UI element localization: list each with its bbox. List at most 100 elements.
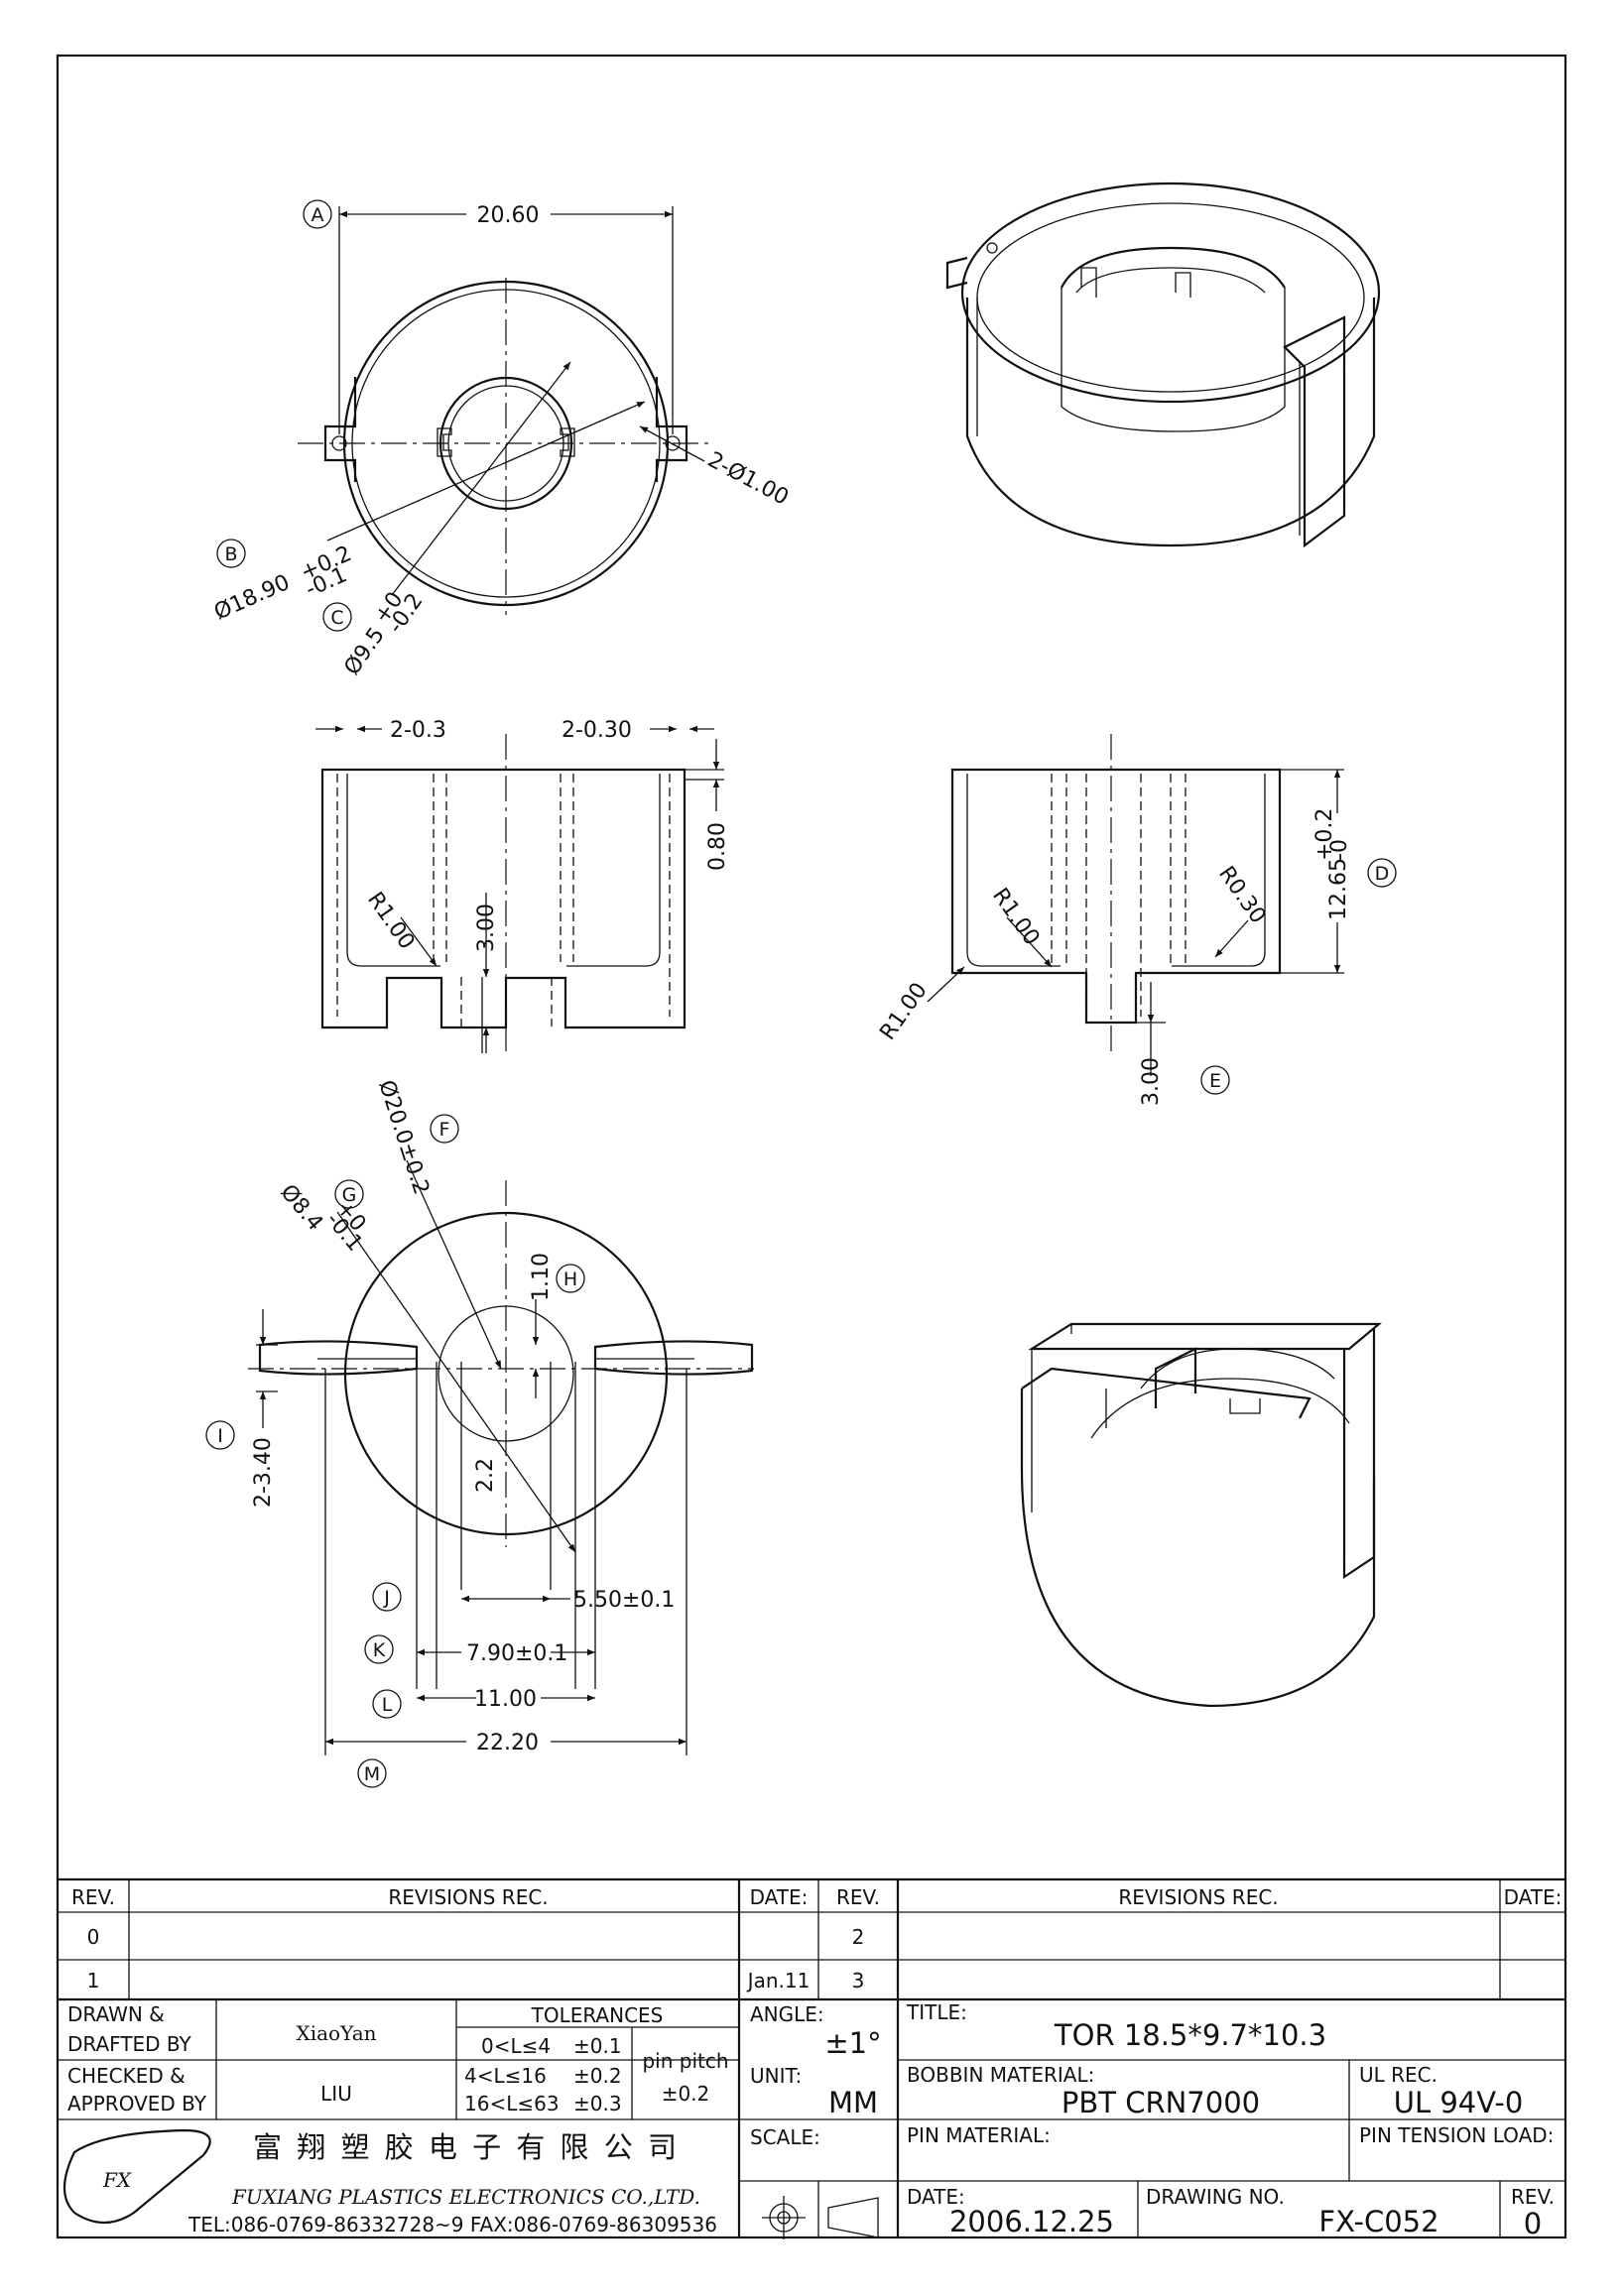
angle-label: ANGLE: xyxy=(750,2002,824,2026)
tol-val-1: ±0.1 xyxy=(573,2034,622,2058)
dim-r-left: R1.00 xyxy=(362,888,419,954)
dim-l: 11.00 xyxy=(474,1687,537,1712)
balloon-f: F xyxy=(430,1114,459,1144)
rev-row-1: 1 xyxy=(87,1969,100,1993)
svg-text:A: A xyxy=(312,204,324,226)
svg-text:FX: FX xyxy=(102,2168,132,2192)
pin-pitch-label: pin pitch xyxy=(642,2049,728,2073)
company-name-cn: 富 翔 塑 胶 电 子 有 限 公 司 xyxy=(253,2130,680,2164)
drawn-label-1: DRAWN & xyxy=(67,2002,165,2026)
checked-label-1: CHECKED & xyxy=(67,2064,186,2088)
balloon-l: L xyxy=(372,1689,402,1719)
pin-pitch-value: ±0.2 xyxy=(662,2082,710,2106)
dim-holes: 2-Ø1.00 xyxy=(703,447,793,511)
dim-r-outer: R1.00 xyxy=(875,978,932,1044)
drawing-no-label: DRAWING NO. xyxy=(1146,2185,1285,2209)
scale-label: SCALE: xyxy=(750,2125,820,2149)
balloon-b: B xyxy=(216,539,246,568)
dim-m: 22.20 xyxy=(476,1731,539,1755)
dim-i: 2-3.40 xyxy=(251,1437,276,1508)
checked-name: LIU xyxy=(320,2082,352,2106)
tol-val-3: ±0.3 xyxy=(573,2092,622,2115)
drawn-label-2: DRAFTED BY xyxy=(67,2032,192,2056)
rev-row-2: 2 xyxy=(852,1925,865,1949)
svg-text:J: J xyxy=(383,1587,390,1609)
balloon-g: G xyxy=(334,1179,364,1209)
balloon-d: D xyxy=(1367,858,1397,888)
isometric-view-top xyxy=(945,181,1381,548)
balloon-h: H xyxy=(556,1264,585,1293)
tol-val-2: ±0.2 xyxy=(573,2064,622,2088)
dim-g: Ø8.4 xyxy=(275,1180,327,1236)
rev-row-1-date: Jan.11 xyxy=(746,1969,811,1993)
rev-label: REV. xyxy=(1511,2185,1555,2209)
balloon-e: E xyxy=(1200,1065,1230,1095)
dim-k: 7.90±0.1 xyxy=(466,1641,567,1666)
dim-j: 5.50±0.1 xyxy=(573,1588,675,1613)
company-contact: TEL:086-0769-86332728~9 FAX:086-0769-863… xyxy=(187,2213,717,2236)
checked-label-2: APPROVED BY xyxy=(67,2092,207,2115)
revisions-header-right: REVISIONS REC. xyxy=(1118,1885,1278,1909)
sheet-border xyxy=(56,54,1567,2239)
svg-text:E: E xyxy=(1209,1070,1221,1092)
dim-slot-left: 2-0.3 xyxy=(390,718,446,743)
svg-text:G: G xyxy=(342,1184,357,1206)
dim-depth-left: 3.00 xyxy=(474,904,499,952)
svg-text:F: F xyxy=(439,1119,450,1141)
dim-height-tol-up: +0.2 xyxy=(1312,808,1337,861)
pin-material-label: PIN MATERIAL: xyxy=(907,2123,1051,2147)
tol-range-1: 0<L≤4 xyxy=(481,2034,551,2058)
dim-r-mid: R1.00 xyxy=(987,884,1044,950)
balloon-k: K xyxy=(364,1634,394,1664)
svg-text:B: B xyxy=(224,544,237,565)
date-header-left: DATE: xyxy=(750,1885,809,1909)
dim-f: Ø20.0±0.2 xyxy=(373,1077,434,1198)
svg-text:M: M xyxy=(364,1763,380,1785)
balloon-i: I xyxy=(205,1420,235,1450)
angle-value: ±1° xyxy=(824,2026,881,2060)
svg-text:H: H xyxy=(563,1269,577,1290)
rev-header-right: REV. xyxy=(836,1885,880,1909)
pin-tension-label: PIN TENSION LOAD: xyxy=(1359,2123,1554,2147)
isometric-view-bottom xyxy=(1020,1322,1383,1708)
unit-label: UNIT: xyxy=(750,2064,802,2088)
svg-text:D: D xyxy=(1375,863,1390,885)
bobbin-material-value: PBT CRN7000 xyxy=(1062,2086,1260,2119)
dim-slot-right: 2-0.30 xyxy=(562,718,632,743)
dim-r-small: R0.30 xyxy=(1213,862,1270,928)
front-section-view: 2-0.3 2-0.30 0.80 3.00 R1.00 xyxy=(315,718,730,1053)
balloon-c: C xyxy=(322,602,352,632)
date-label: DATE: xyxy=(907,2185,965,2209)
unit-value: MM xyxy=(828,2086,878,2119)
svg-text:C: C xyxy=(330,607,343,629)
rev-row-3: 3 xyxy=(852,1969,865,1993)
drawing-no-value: FX-C052 xyxy=(1318,2205,1438,2238)
date-value: 2006.12.25 xyxy=(949,2205,1114,2238)
balloon-j: J xyxy=(372,1582,402,1612)
projection-symbol-icon xyxy=(762,2196,879,2239)
rev-header-left: REV. xyxy=(71,1885,115,1909)
title-value: TOR 18.5*9.7*10.3 xyxy=(1054,2018,1326,2052)
dim-h: 1.10 xyxy=(529,1253,554,1301)
top-view: 20.60 2-Ø1.00 Ø18.90 +0.2 -0.1 Ø9.5 +0 -… xyxy=(210,203,793,679)
title-label: TITLE: xyxy=(906,2000,967,2024)
side-section-view: 12.65 +0.2 -0 R1.00 R0.30 R1.00 3.00 xyxy=(875,734,1352,1106)
rev-value: 0 xyxy=(1524,2207,1542,2240)
drawn-name: XiaoYan xyxy=(296,2021,376,2045)
dim-height-tol-dn: -0 xyxy=(1327,839,1352,861)
svg-text:I: I xyxy=(217,1425,223,1447)
tol-range-2: 4<L≤16 xyxy=(464,2064,547,2088)
date-header-right: DATE: xyxy=(1504,1885,1562,1909)
dim-gap: 3.00 xyxy=(1139,1057,1164,1106)
dim-a-width: 20.60 xyxy=(477,203,540,228)
ul-rec-label: UL REC. xyxy=(1359,2063,1437,2087)
svg-text:L: L xyxy=(382,1694,393,1716)
rev-row-0: 0 xyxy=(87,1925,100,1949)
balloon-m: M xyxy=(357,1758,387,1788)
revisions-header-left: REVISIONS REC. xyxy=(388,1885,548,1909)
dim-c: Ø9.5 xyxy=(339,623,389,679)
dim-w22: 2.2 xyxy=(473,1458,498,1493)
dim-b: Ø18.90 xyxy=(210,570,294,626)
company-name-en: FUXIANG PLASTICS ELECTRONICS CO.,LTD. xyxy=(231,2185,700,2209)
company-logo-icon: FX xyxy=(63,2128,211,2224)
